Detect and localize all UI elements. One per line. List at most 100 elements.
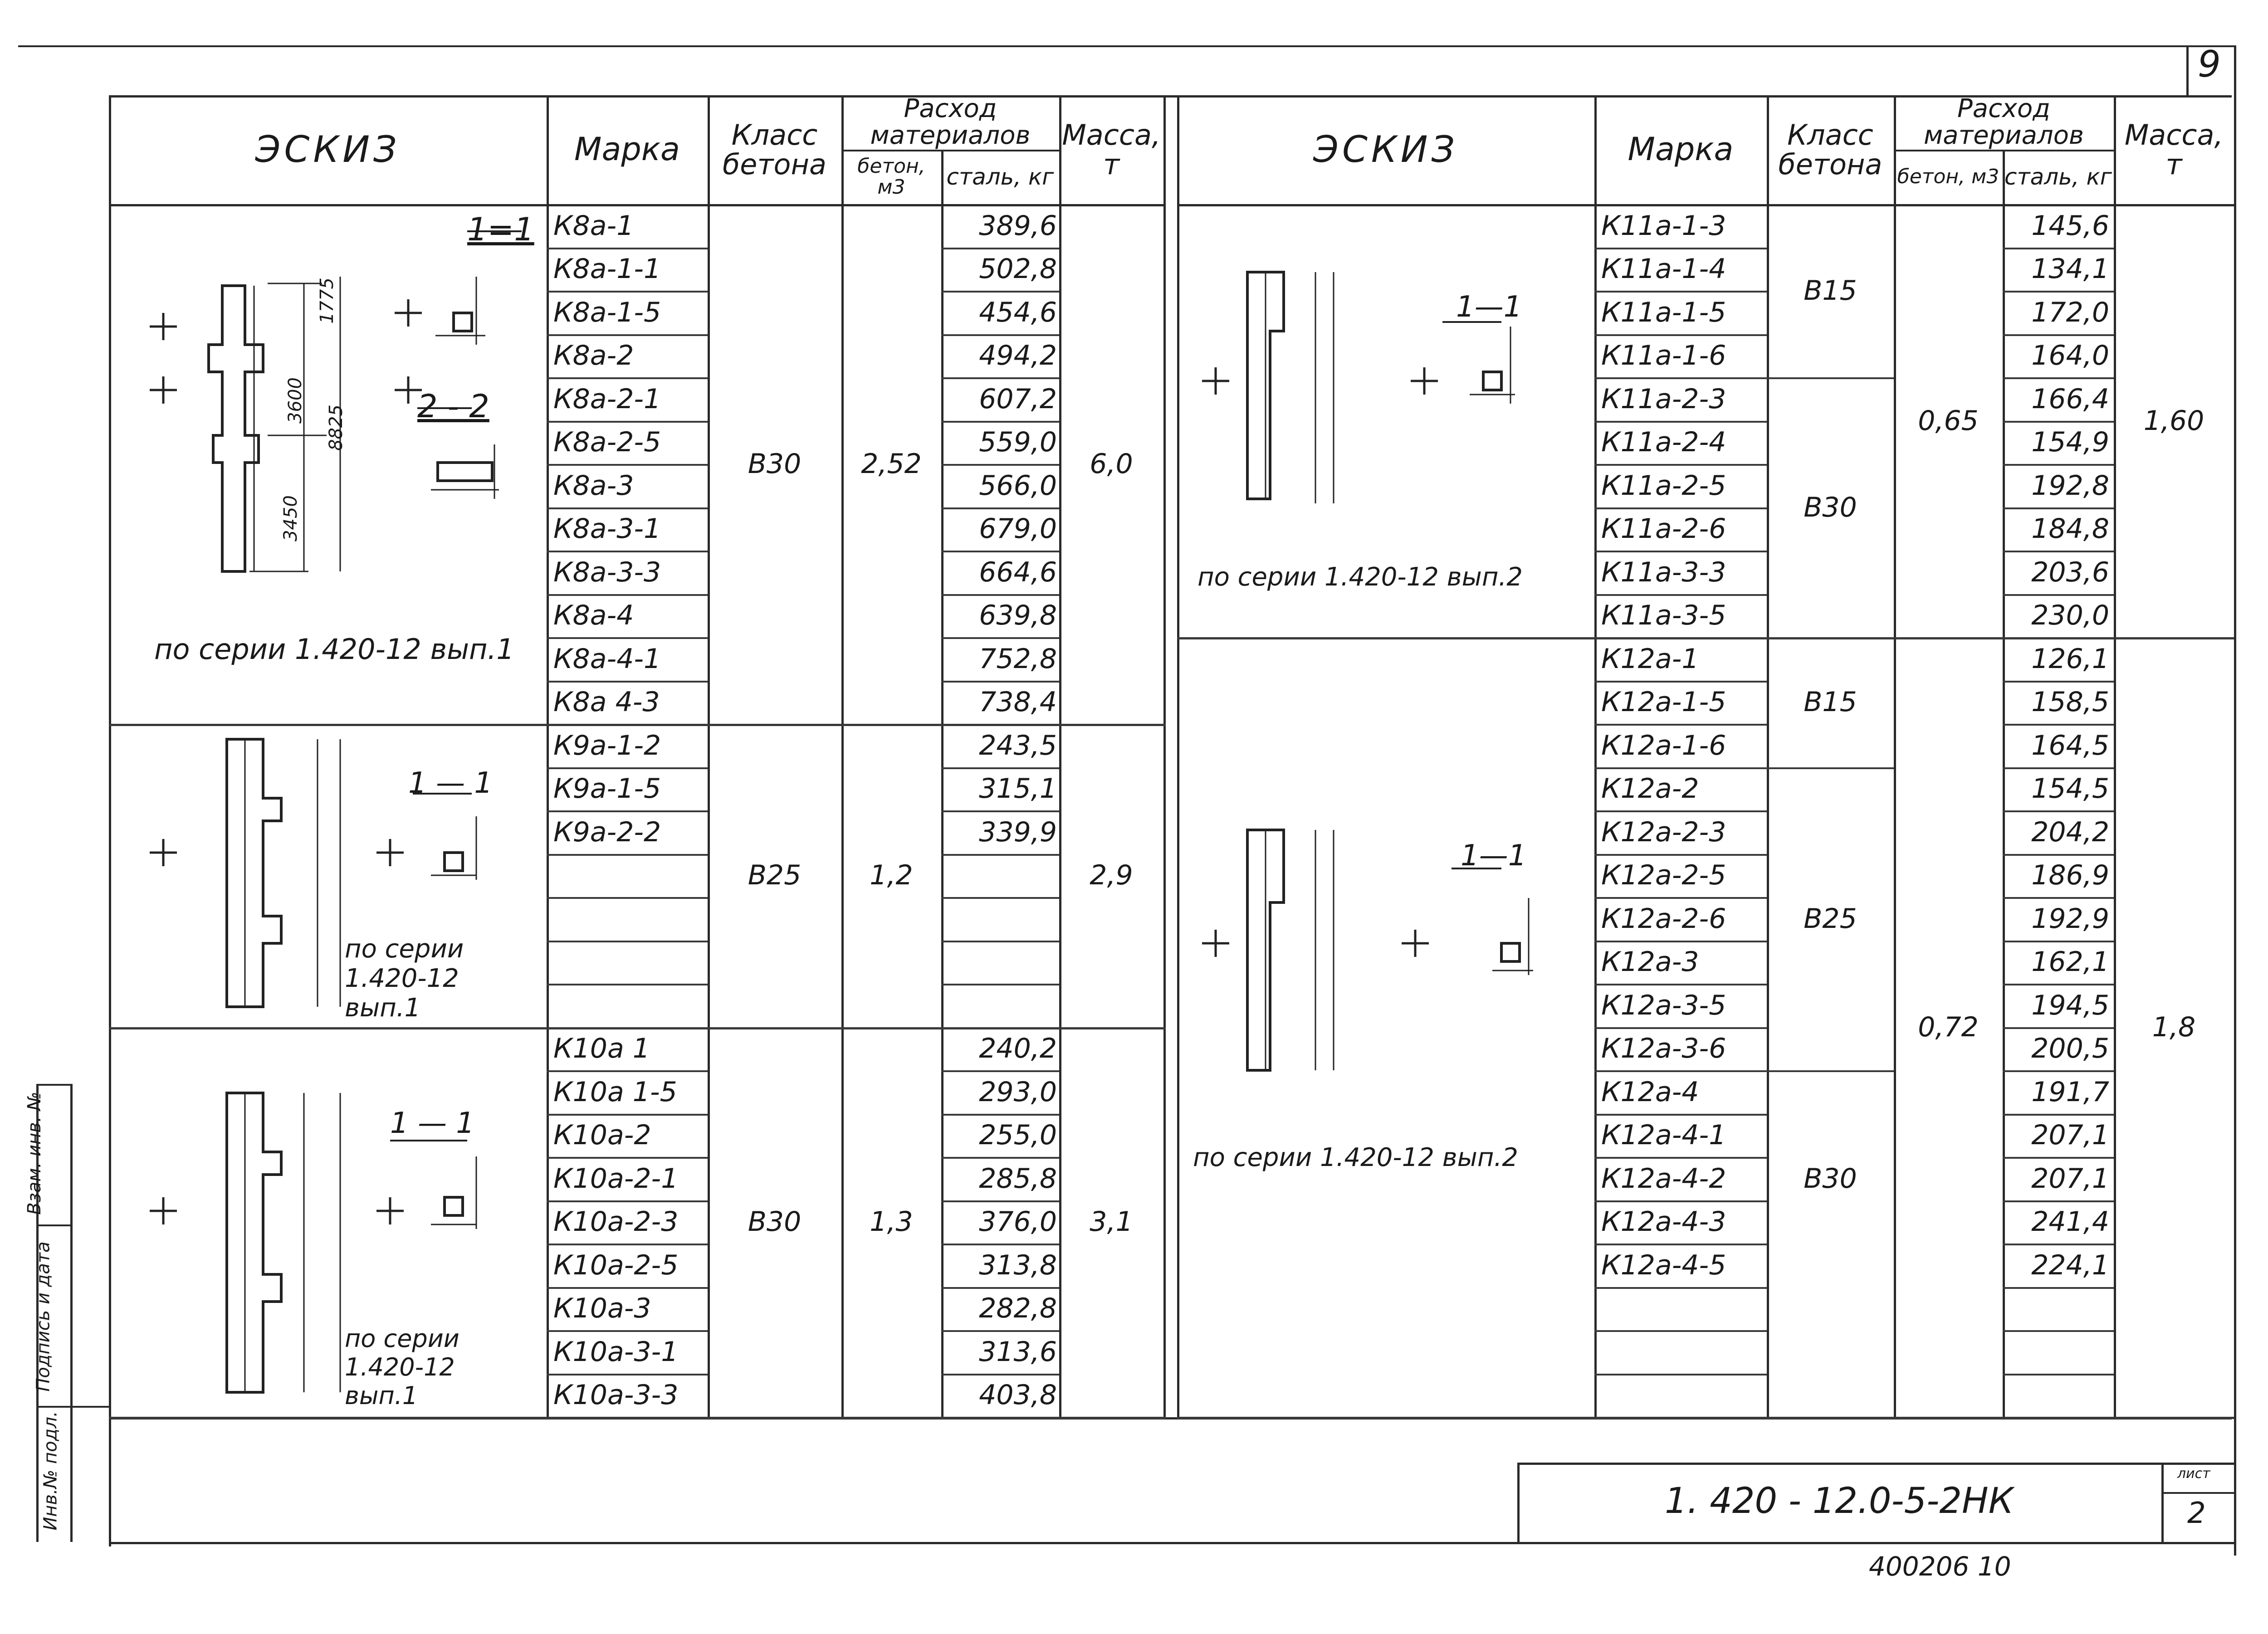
steel-cell: 502,8 (979, 253, 1057, 285)
grid-line (547, 1200, 708, 1202)
grid-line (547, 291, 708, 293)
grid-line (2003, 291, 2114, 293)
sketch1-dim-3450: 3450 (280, 495, 301, 541)
mark-cell: К12а-4-2 (1601, 1162, 1726, 1195)
grid-line (547, 680, 708, 683)
mark-cell: К10а 1 (553, 1033, 650, 1065)
grid-line (547, 767, 708, 769)
mark-cell: К8а 4-3 (553, 686, 660, 718)
mark-cell: К11а-2-3 (1601, 383, 1726, 415)
sketch1-series: по серии 1.420-12 вып.1 (154, 633, 514, 666)
concrete-cell: 0,65 (1918, 405, 1979, 437)
steel-cell (948, 941, 1061, 984)
mark-cell: К10а-3 (553, 1293, 651, 1325)
mark-cell: К9а-2-2 (553, 816, 661, 848)
steel-cell: 403,8 (979, 1379, 1057, 1411)
mark-cell: К12а-2-3 (1601, 816, 1726, 848)
grid-line (2003, 551, 2114, 552)
column-sketch-k11a (1202, 271, 1515, 503)
grid-line (2003, 464, 2114, 466)
mark-cell: К11а-3-3 (1601, 556, 1726, 588)
mark-cell (1601, 1330, 1765, 1374)
mass-cell: 2,9 (1090, 859, 1133, 892)
grid-line (109, 724, 1166, 726)
right-sketch2-series: по серии 1.420-12 вып.2 (1193, 1143, 1518, 1172)
steel-cell: 164,5 (2031, 729, 2109, 761)
mark-cell: К8а-2-5 (553, 426, 661, 458)
steel-cell: 194,5 (2031, 989, 2109, 1021)
steel-cell: 230,0 (2031, 600, 2109, 632)
mark-cell (1601, 1374, 1765, 1417)
grid-line (2003, 724, 2114, 726)
grid-line (1594, 984, 1767, 985)
grid-line (1177, 637, 2234, 639)
concrete-cell: 1,3 (870, 1206, 913, 1238)
grid-line (941, 1070, 1059, 1072)
grid-line (941, 1200, 1059, 1202)
footer-number: 400206 10 (1869, 1551, 2011, 1582)
class-cell: В30 (748, 1206, 802, 1238)
steel-cell: 126,1 (2031, 643, 2109, 675)
mark-cell (553, 854, 703, 897)
steel-cell (2007, 1330, 2114, 1374)
left-header-mark: Марка (574, 131, 680, 168)
grid-line (941, 377, 1059, 379)
mark-cell: К8а-3-3 (553, 556, 661, 588)
grid-line (1594, 1027, 1767, 1029)
mark-cell: К10а-2 (553, 1119, 651, 1151)
steel-cell: 738,4 (979, 686, 1057, 718)
steel-cell: 313,8 (979, 1249, 1057, 1281)
mark-cell: К12а-2 (1601, 773, 1699, 805)
grid-line (1594, 551, 1767, 552)
mark-cell: К10а-2-1 (553, 1162, 679, 1195)
grid-line (1177, 1417, 2234, 1419)
steel-cell (948, 897, 1061, 941)
grid-line (547, 247, 708, 249)
mark-cell: К8а-3 (553, 469, 634, 502)
grid-line (941, 247, 1059, 249)
sketch3-sec11: 1 — 1 (390, 1107, 475, 1140)
steel-cell: 207,1 (2031, 1162, 2109, 1195)
left-header-steel: сталь, кг (946, 163, 1054, 190)
grid-line (941, 1330, 1059, 1332)
grid-line (547, 984, 708, 985)
right-header-class: Класс бетона (1778, 118, 1882, 181)
grid-line (2003, 1070, 2114, 1072)
grid-line (2003, 1157, 2114, 1159)
steel-cell: 224,1 (2031, 1249, 2109, 1281)
steel-cell: 164,0 (2031, 340, 2109, 372)
left-header-concrete: бетон, м3 (857, 154, 925, 199)
mark-cell: К12а-3-6 (1601, 1033, 1726, 1065)
grid-line (1594, 940, 1767, 942)
class-cell: В25 (748, 859, 802, 892)
steel-cell: 207,1 (2031, 1119, 2109, 1151)
steel-cell (2007, 1374, 2114, 1417)
mark-cell: К8а-1-5 (553, 296, 661, 328)
grid-line (941, 334, 1059, 336)
grid-line (1594, 767, 1767, 769)
mark-cell: К8а-1-1 (553, 253, 661, 285)
grid-line (1594, 247, 1767, 249)
mark-cell: К12а-1-5 (1601, 686, 1726, 718)
steel-cell: 285,8 (979, 1162, 1057, 1195)
grid-line (1767, 377, 1894, 379)
class-cell: В30 (1804, 1162, 1857, 1195)
grid-line (1767, 767, 1894, 769)
grid-line (941, 1113, 1059, 1116)
mass-cell: 1,8 (2152, 1011, 2196, 1043)
grid-line (547, 1244, 708, 1245)
mark-cell: К11а-1-3 (1601, 210, 1726, 242)
grid-line (547, 854, 708, 856)
grid-line (2003, 680, 2114, 683)
grid-line (547, 1157, 708, 1159)
steel-cell: 566,0 (979, 469, 1057, 502)
grid-line (547, 637, 708, 639)
side-label-sign: Подпись и дата (33, 1241, 54, 1392)
grid-line (1594, 1157, 1767, 1159)
mark-cell: К11а-2-6 (1601, 513, 1726, 545)
grid-line (2003, 984, 2114, 985)
mark-cell: К12а-1 (1601, 643, 1699, 675)
grid-line (941, 420, 1059, 423)
class-cell: В15 (1804, 275, 1857, 307)
right-header-mass: Масса, т (2124, 118, 2224, 181)
